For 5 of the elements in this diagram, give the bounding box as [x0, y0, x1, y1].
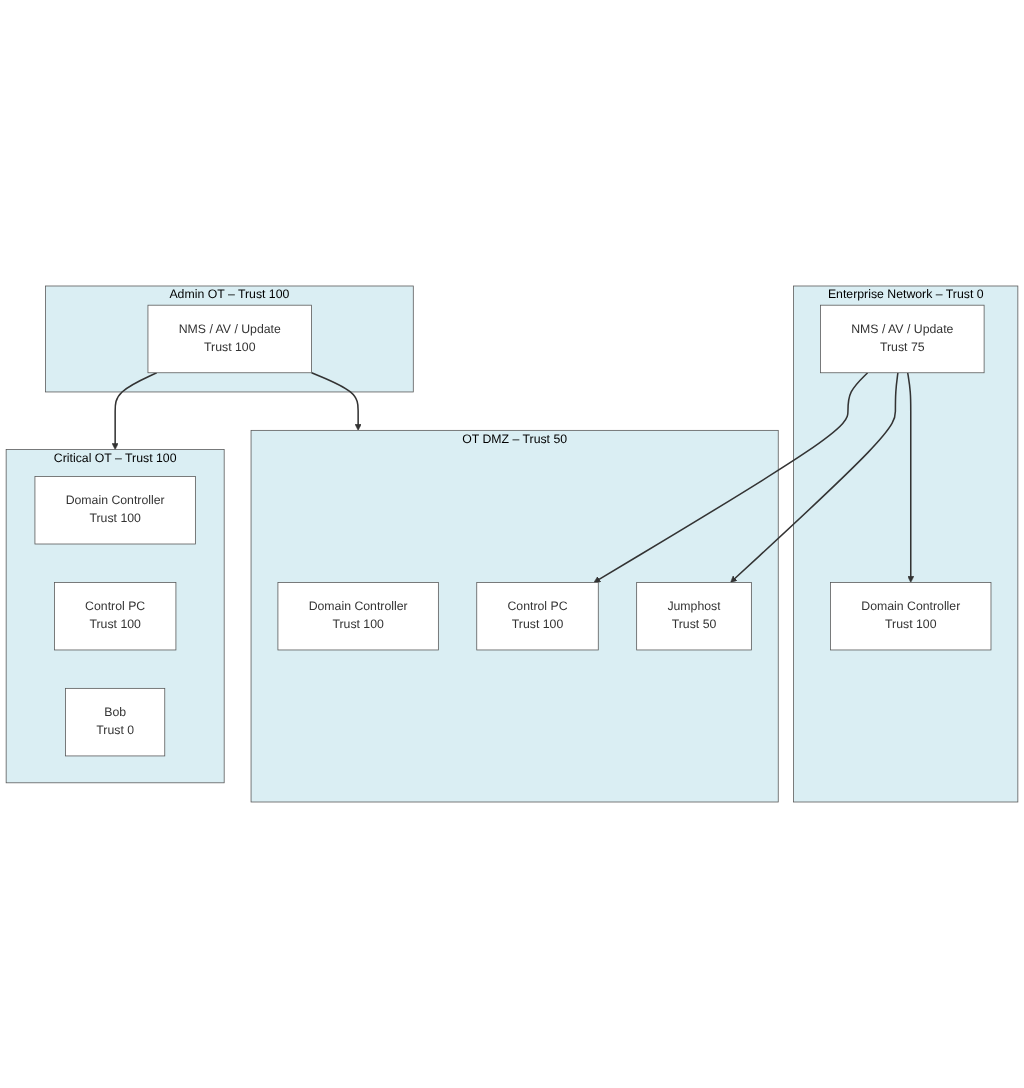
arrow	[111, 372, 158, 450]
arrow	[730, 372, 899, 583]
arrow	[906, 372, 915, 583]
arrow	[593, 372, 869, 583]
arrow	[310, 372, 362, 431]
